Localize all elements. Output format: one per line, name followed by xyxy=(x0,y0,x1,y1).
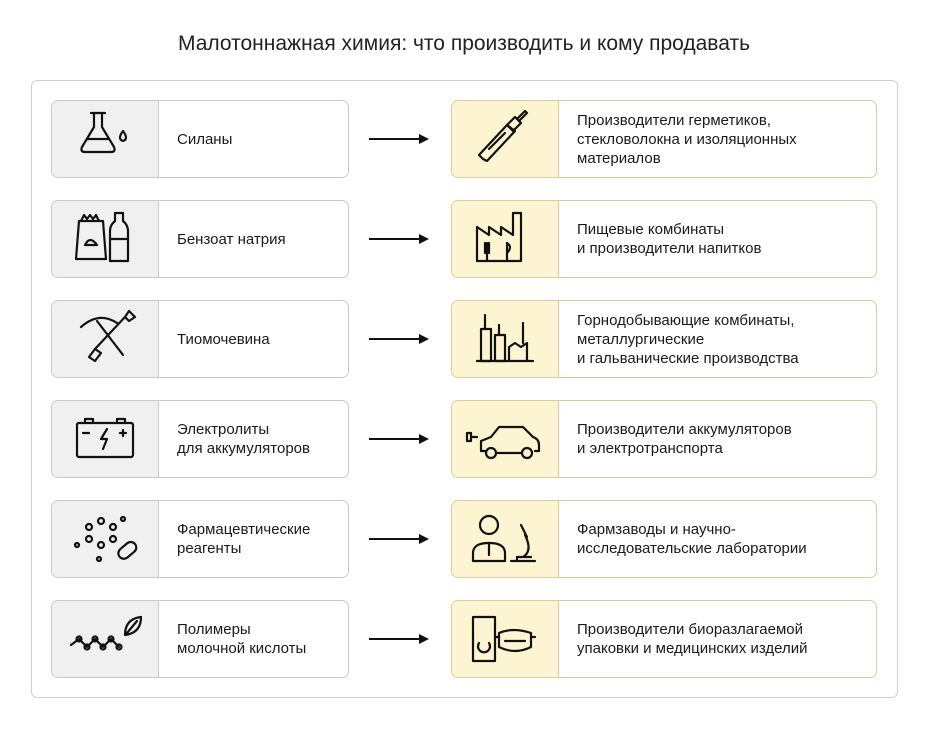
product-label: Силаны xyxy=(177,130,233,148)
battery-icon xyxy=(52,401,159,477)
buyer-card: Производители биоразлагаемой упаковки и … xyxy=(451,600,877,678)
sealant-tube-icon xyxy=(452,101,559,177)
page-title: Малотоннажная химия: что производить и к… xyxy=(177,32,751,55)
buyer-label: Производители герметиков, стекловолокна … xyxy=(577,111,797,167)
buyer-card: Горнодобывающие комбинаты, металлургичес… xyxy=(451,300,877,378)
product-card: Силаны xyxy=(51,100,349,178)
product-card: Электролиты для аккумуляторов xyxy=(51,400,349,478)
product-label: Полимеры молочной кислоты xyxy=(177,621,307,657)
diagram-frame xyxy=(31,80,898,698)
product-label: Электролиты для аккумуляторов xyxy=(177,421,310,457)
product-label: Фармацевтические реагенты xyxy=(177,521,311,557)
flask-drop-icon xyxy=(52,101,159,177)
product-label: Тиомочевина xyxy=(177,330,270,348)
package-mask-icon xyxy=(452,601,559,677)
buyer-label: Пищевые комбинаты и производители напитк… xyxy=(577,221,762,257)
electric-car-icon xyxy=(452,401,559,477)
buyer-card: Производители герметиков, стекловолокна … xyxy=(451,100,877,178)
buyer-label: Фармзаводы и научно- исследовательские л… xyxy=(577,521,807,557)
buyer-card: Пищевые комбинаты и производители напитк… xyxy=(451,200,877,278)
product-label: Бензоат натрия xyxy=(177,230,286,248)
buyer-label: Производители биоразлагаемой упаковки и … xyxy=(577,621,808,657)
arrow-icon xyxy=(369,534,429,544)
buyer-card: Производители аккумуляторов и электротра… xyxy=(451,400,877,478)
polymer-leaf-icon xyxy=(52,601,159,677)
product-card: Полимеры молочной кислоты xyxy=(51,600,349,678)
arrow-icon xyxy=(369,134,429,144)
buyer-label: Горнодобывающие комбинаты, металлургичес… xyxy=(577,311,799,367)
arrow-icon xyxy=(369,634,429,644)
product-card: Фармацевтические реагенты xyxy=(51,500,349,578)
pickaxe-shovel-icon xyxy=(52,301,159,377)
scientist-microscope-icon xyxy=(452,501,559,577)
arrow-icon xyxy=(369,334,429,344)
product-card: Бензоат натрия xyxy=(51,200,349,278)
buyer-card: Фармзаводы и научно- исследовательские л… xyxy=(451,500,877,578)
product-card: Тиомочевина xyxy=(51,300,349,378)
buyer-label: Производители аккумуляторов и электротра… xyxy=(577,421,792,457)
molecule-pill-icon xyxy=(52,501,159,577)
bag-bottle-icon xyxy=(52,201,159,277)
arrow-icon xyxy=(369,434,429,444)
arrow-icon xyxy=(369,234,429,244)
food-factory-icon xyxy=(452,201,559,277)
industrial-plant-icon xyxy=(452,301,559,377)
